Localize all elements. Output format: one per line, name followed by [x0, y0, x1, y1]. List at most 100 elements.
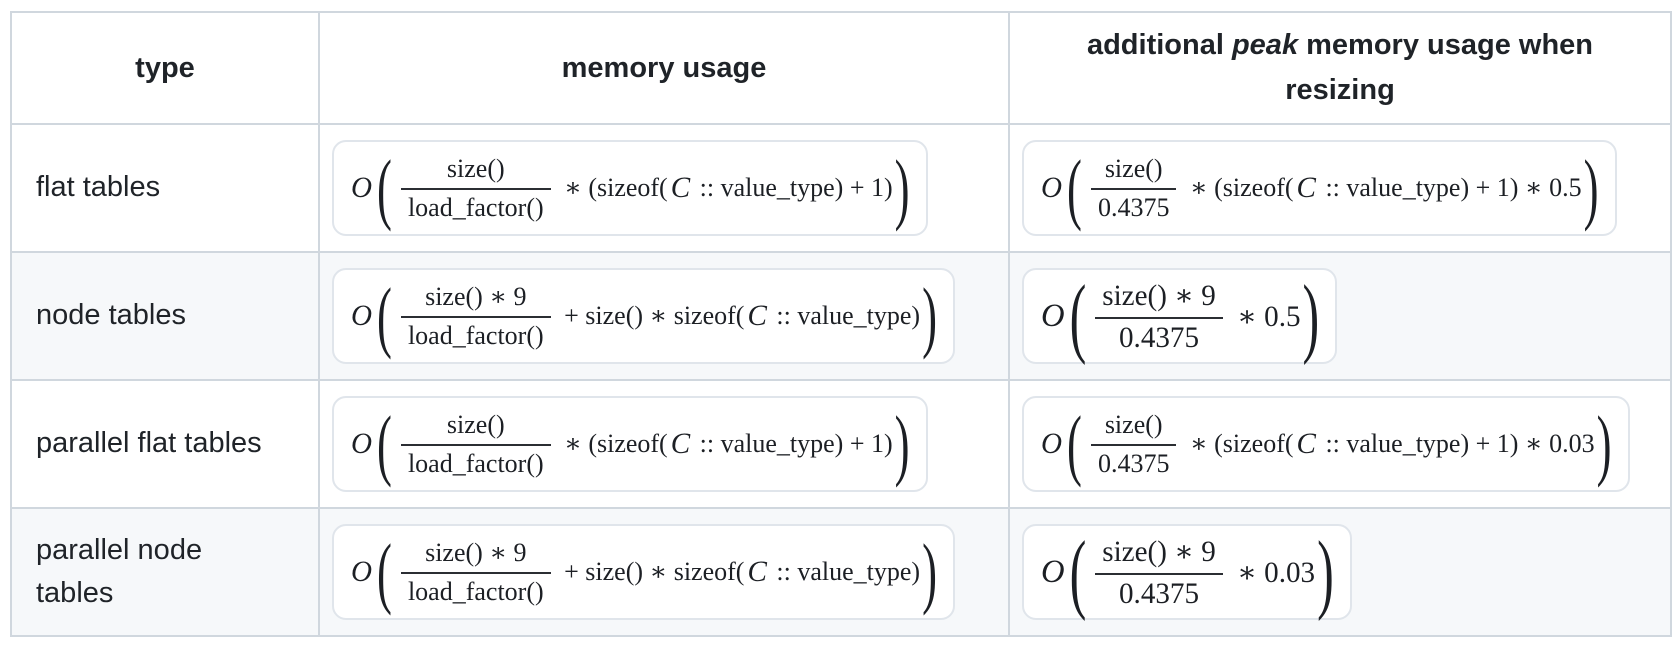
- formula-box: O(size()0.4375 ∗ (sizeof(C :: value_type…: [1022, 396, 1630, 492]
- math-variable: C: [747, 555, 767, 588]
- formula-box: O( size() ∗ 9 load_factor() + size() ∗ siz…: [332, 524, 955, 620]
- math-fraction: size() ∗ 9 load_factor(): [400, 281, 551, 351]
- memory-usage-formula: O(size()load_factor() ∗ (sizeof(C :: val…: [348, 404, 912, 483]
- fraction-numerator: size(): [446, 153, 505, 183]
- math-paren: (: [1067, 398, 1082, 488]
- header-label-type: type: [135, 51, 195, 84]
- header-label-memory-usage: memory usage: [561, 51, 767, 84]
- memory-usage-formula: O(size()load_factor() ∗ (sizeof(C :: val…: [348, 148, 912, 227]
- math-text: ∗ 0.03: [1229, 556, 1316, 589]
- math-variable: O: [1041, 553, 1065, 590]
- math-variable: C: [1296, 171, 1316, 204]
- math-paren: ): [1596, 398, 1612, 488]
- math-paren: (: [377, 270, 392, 360]
- math-variable: C: [670, 171, 691, 204]
- fraction-denominator: 0.4375: [1090, 187, 1177, 223]
- fraction-numerator: size(): [1104, 153, 1163, 183]
- math-text: :: value_type) + 1) ∗ 0.03: [1318, 429, 1595, 458]
- table-container: type memory usage additional peak memory…: [10, 11, 1672, 637]
- peak-memory-formula: O(size()0.4375 ∗ (sizeof(C :: value_type…: [1038, 404, 1614, 483]
- math-variable: O: [351, 299, 373, 332]
- memory-usage-table: type memory usage additional peak memory…: [10, 11, 1672, 637]
- row-type-label: flat tables: [10, 123, 320, 253]
- math-fraction: size()0.4375: [1090, 410, 1177, 479]
- row-type-label: parallel flat tables: [10, 379, 320, 509]
- math-paren: (: [1069, 522, 1087, 622]
- math-text: ∗ (sizeof(: [1183, 173, 1294, 202]
- math-paren: ): [922, 526, 937, 616]
- header-row: type memory usage additional peak memory…: [10, 11, 1672, 125]
- header-label-peak-prefix: additional: [1086, 29, 1232, 62]
- math-text: :: value_type) + 1): [693, 429, 893, 458]
- math-variable: O: [351, 555, 373, 588]
- fraction-denominator: 0.4375: [1090, 443, 1177, 479]
- memory-usage-cell: O( size()load_factor() ∗ (sizeof(C :: val…: [318, 123, 1010, 253]
- math-fraction: size() 0.4375: [1090, 153, 1177, 223]
- math-variable: O: [351, 171, 373, 204]
- math-variable: C: [1296, 427, 1316, 460]
- row-type-label: node tables: [10, 251, 320, 381]
- fraction-denominator: load_factor(): [400, 571, 551, 607]
- table-row: parallel flat tables O(size()load_factor…: [10, 379, 1672, 509]
- header-cell-type: type: [10, 11, 320, 125]
- table-row: flat tables O(size()load_factor() ∗ (siz…: [10, 123, 1672, 253]
- formula-box: O(size()0.4375 ∗ (sizeof(C :: value_type…: [1022, 140, 1617, 236]
- math-paren: (: [377, 526, 392, 616]
- table-body: flat tables O(size()load_factor() ∗ (siz…: [10, 123, 1672, 637]
- math-text: :: value_type): [769, 557, 921, 586]
- header-cell-peak-memory: additional peak memory usage when resizi…: [1008, 11, 1672, 125]
- fraction-denominator: load_factor(): [400, 187, 551, 223]
- math-paren: ): [894, 142, 910, 232]
- fraction-numerator: size() ∗ 9: [1102, 535, 1216, 568]
- math-text: ∗ (sizeof(: [557, 429, 668, 458]
- math-variable: O: [1041, 427, 1063, 460]
- math-paren: (: [377, 142, 392, 232]
- math-text: ∗ (sizeof(: [557, 173, 668, 202]
- math-text: ∗ (sizeof(: [1183, 429, 1294, 458]
- math-text: :: value_type) + 1) ∗ 0.5: [1318, 173, 1582, 202]
- math-text: :: value_type): [769, 301, 921, 330]
- fraction-numerator: size() ∗ 9: [1102, 279, 1216, 312]
- math-variable: O: [1041, 297, 1065, 334]
- math-variable: O: [351, 427, 373, 460]
- header-label-peak-italic: peak: [1231, 29, 1299, 62]
- math-paren: (: [1069, 266, 1087, 366]
- math-paren: ): [1302, 266, 1320, 366]
- math-text: + size() ∗ sizeof(: [557, 557, 745, 586]
- math-variable: O: [1041, 171, 1063, 204]
- math-fraction: size() load_factor(): [400, 153, 551, 223]
- formula-box: O(size()load_factor() ∗ (sizeof(C :: val…: [332, 396, 928, 492]
- math-text: :: value_type) + 1): [693, 173, 893, 202]
- header-label-peak-suffix: memory usage when resizing: [1285, 29, 1594, 106]
- memory-usage-cell: O( size() ∗ 9 load_factor() + size() ∗ siz…: [318, 507, 1010, 637]
- memory-usage-cell: O( size() ∗ 9 load_factor() + size() ∗ siz…: [318, 251, 1010, 381]
- peak-memory-formula: O(size()0.4375 ∗ (sizeof(C :: value_type…: [1038, 148, 1601, 227]
- memory-usage-cell: O(size()load_factor() ∗ (sizeof(C :: val…: [318, 379, 1010, 509]
- math-text: + size() ∗ sizeof(: [557, 301, 745, 330]
- math-paren: ): [922, 270, 937, 360]
- fraction-numerator: size() ∗ 9: [425, 537, 527, 567]
- header-cell-memory-usage: memory usage: [318, 11, 1010, 125]
- fraction-denominator: load_factor(): [400, 315, 551, 351]
- math-fraction: size()load_factor(): [400, 409, 551, 479]
- fraction-denominator: 0.4375: [1095, 316, 1223, 355]
- math-paren: ): [1317, 522, 1334, 622]
- fraction-numerator: size(): [446, 409, 505, 439]
- math-fraction: size() ∗ 9 0.4375: [1095, 278, 1223, 355]
- row-type-label: parallel node tables: [10, 507, 320, 637]
- math-variable: C: [670, 427, 691, 460]
- fraction-numerator: size() ∗ 9: [425, 281, 527, 311]
- math-paren: ): [894, 398, 910, 488]
- math-paren: ): [1583, 142, 1599, 232]
